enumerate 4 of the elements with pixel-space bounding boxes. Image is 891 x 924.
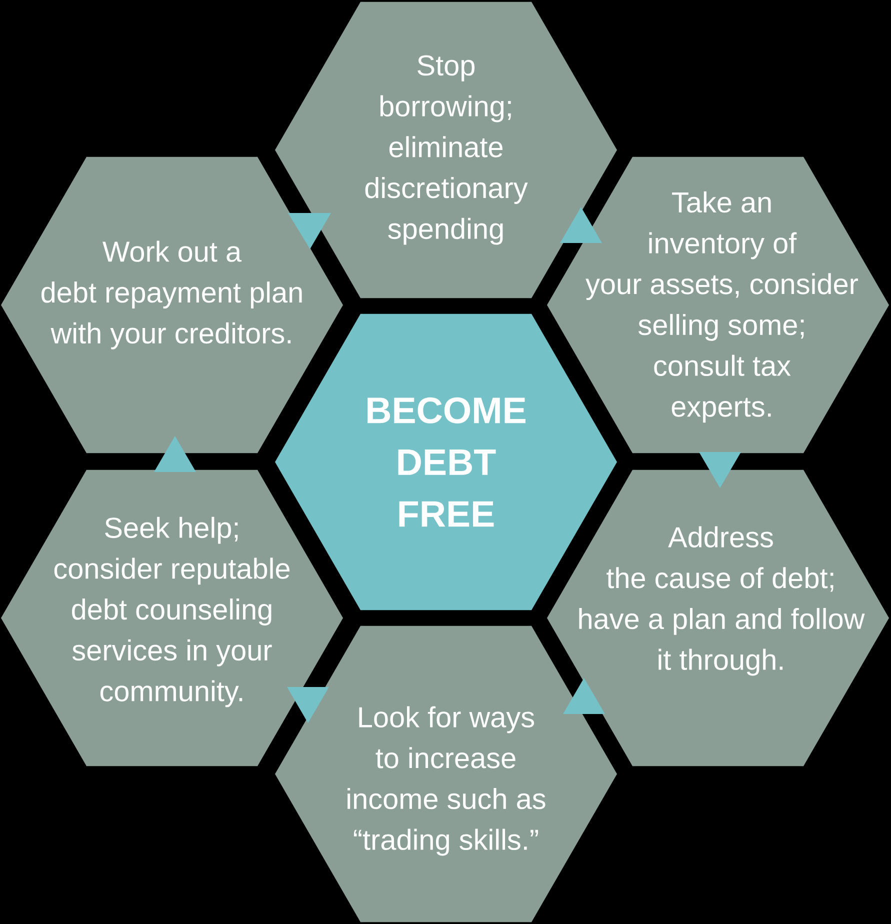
step-hexagon: Work out a debt repayment plan with your creditors. [1,156,343,454]
step-hexagon: Take an inventory of your assets, consider selling some; consult tax experts. [547,156,889,454]
step-hexagon: Seek help; consider reputable debt counseling services in your community. [1,470,343,766]
step-hexagon: Address the cause of debt; have a plan and follow it through. [547,470,889,766]
